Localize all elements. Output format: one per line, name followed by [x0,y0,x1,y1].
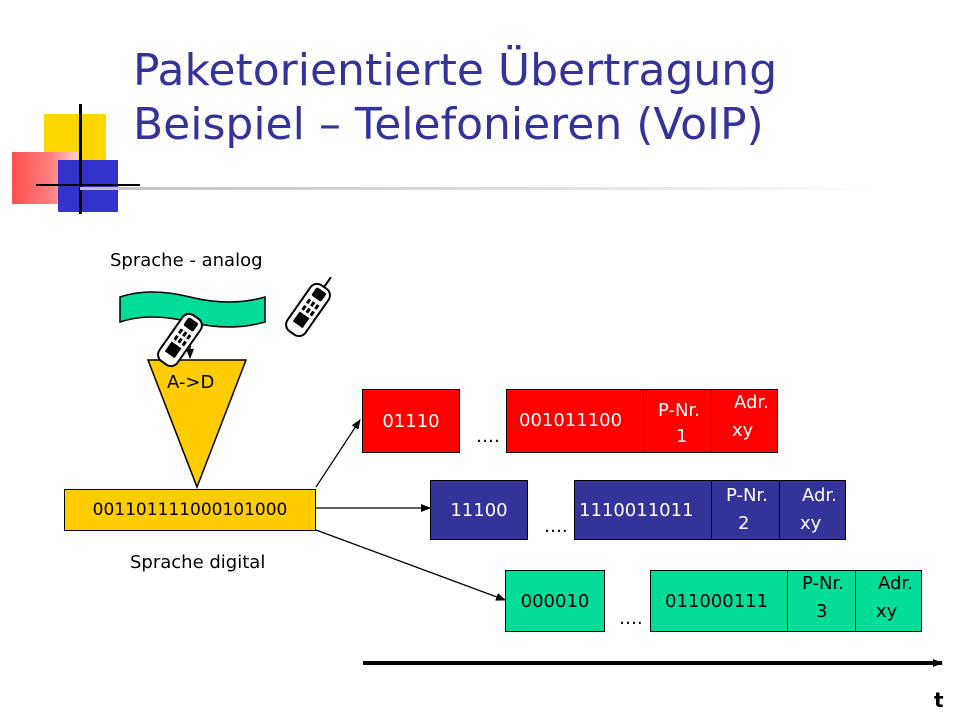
packet-3-first-segment: 000010 [505,570,605,632]
packet-2-ellipsis: …. [544,516,568,537]
speech-analog-label: Sprache - analog [110,250,263,271]
packet-2-last-bits: 1110011011 [579,500,694,521]
converter-label: A->D [167,372,215,393]
bitstream-box: 001101111000101000 [64,489,316,531]
packet-1-address-label: Adr. [734,392,769,413]
packet-2-address-label: Adr. [802,485,837,506]
packet-3-number: 3 [816,601,828,622]
title-underline [80,187,880,190]
packet-1-number-label: P-Nr. [658,400,700,421]
time-axis-label: t [934,688,944,712]
packet-1-first-segment: 01110 [362,389,460,453]
packet-2-number-label: P-Nr. [726,485,768,506]
packet-3-last-segment: 011000111 P-Nr. 3 Adr. xy [650,570,922,632]
packet-3-address-label: Adr. [878,573,913,594]
packet-1-number: 1 [676,426,688,447]
phone-icon [285,276,332,338]
packet-1-last-bits: 001011100 [519,410,623,431]
converter-triangle [146,359,248,490]
packet-3-ellipsis: …. [619,608,643,629]
packet-1-address-value: xy [732,420,754,441]
analog-wave-icon [119,291,266,328]
packet-2-address-value: xy [800,513,822,534]
arrow-to-packet-3 [315,529,506,601]
packet-1-ellipsis: …. [476,426,500,447]
packet-1-last-segment: 001011100 P-Nr. 1 Adr. xy [506,389,778,453]
packet-3-number-label: P-Nr. [802,573,844,594]
speech-digital-label: Sprache digital [130,552,266,573]
packet-2-first-segment: 11100 [430,480,528,540]
slide-logo-icon [0,90,140,220]
packet-2-number: 2 [738,513,750,534]
slide-title-line-1: Paketorientierte Übertragung [133,45,778,96]
packet-3-address-value: xy [876,601,898,622]
packet-3-last-bits: 011000111 [665,591,769,612]
slide-title: Paketorientierte Übertragung Beispiel – … [133,44,777,152]
slide-title-line-2: Beispiel – Telefonieren (VoIP) [133,99,764,150]
phone-icon [157,312,203,368]
packet-2-last-segment: 1110011011 P-Nr. 2 Adr. xy [574,480,846,540]
arrow-to-packet-1 [315,419,361,488]
